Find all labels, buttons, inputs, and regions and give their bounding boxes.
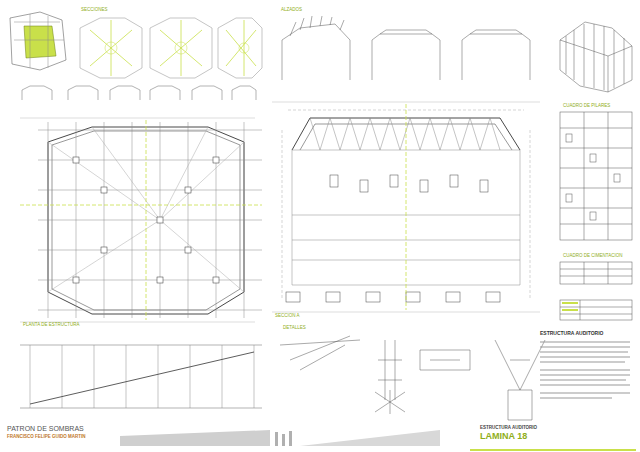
- view-title: SECCIONES: [80, 8, 109, 13]
- title-block: PATRON DE SOMBRASFRANCISCO FELIPE GUIDO …: [5, 424, 88, 440]
- sheet-subtitle: LAMINA 18: [480, 431, 537, 442]
- view-title: DETALLES: [282, 326, 307, 331]
- title-block: ESTRUCTURA AUDITORIO: [538, 329, 605, 337]
- sheet-subtitle: FRANCISCO FELIPE GUIDO MARTIN: [7, 434, 86, 440]
- title-block: ESTRUCTURA AUDITORIOLAMINA 18: [478, 424, 539, 443]
- sheet-title: ESTRUCTURA AUDITORIO: [540, 330, 603, 336]
- view-title: ALZADOS: [280, 8, 303, 13]
- sheet-title: ESTRUCTURA AUDITORIO: [480, 425, 537, 431]
- sheet-title: PATRON DE SOMBRAS: [7, 425, 86, 434]
- view-title: CUADRO DE CIMENTACION: [562, 254, 623, 259]
- view-title: SECCION A: [274, 314, 301, 319]
- view-title: CUADRO DE PILARES: [562, 104, 611, 109]
- view-title: PLANTA DE ESTRUCTURA: [22, 323, 80, 328]
